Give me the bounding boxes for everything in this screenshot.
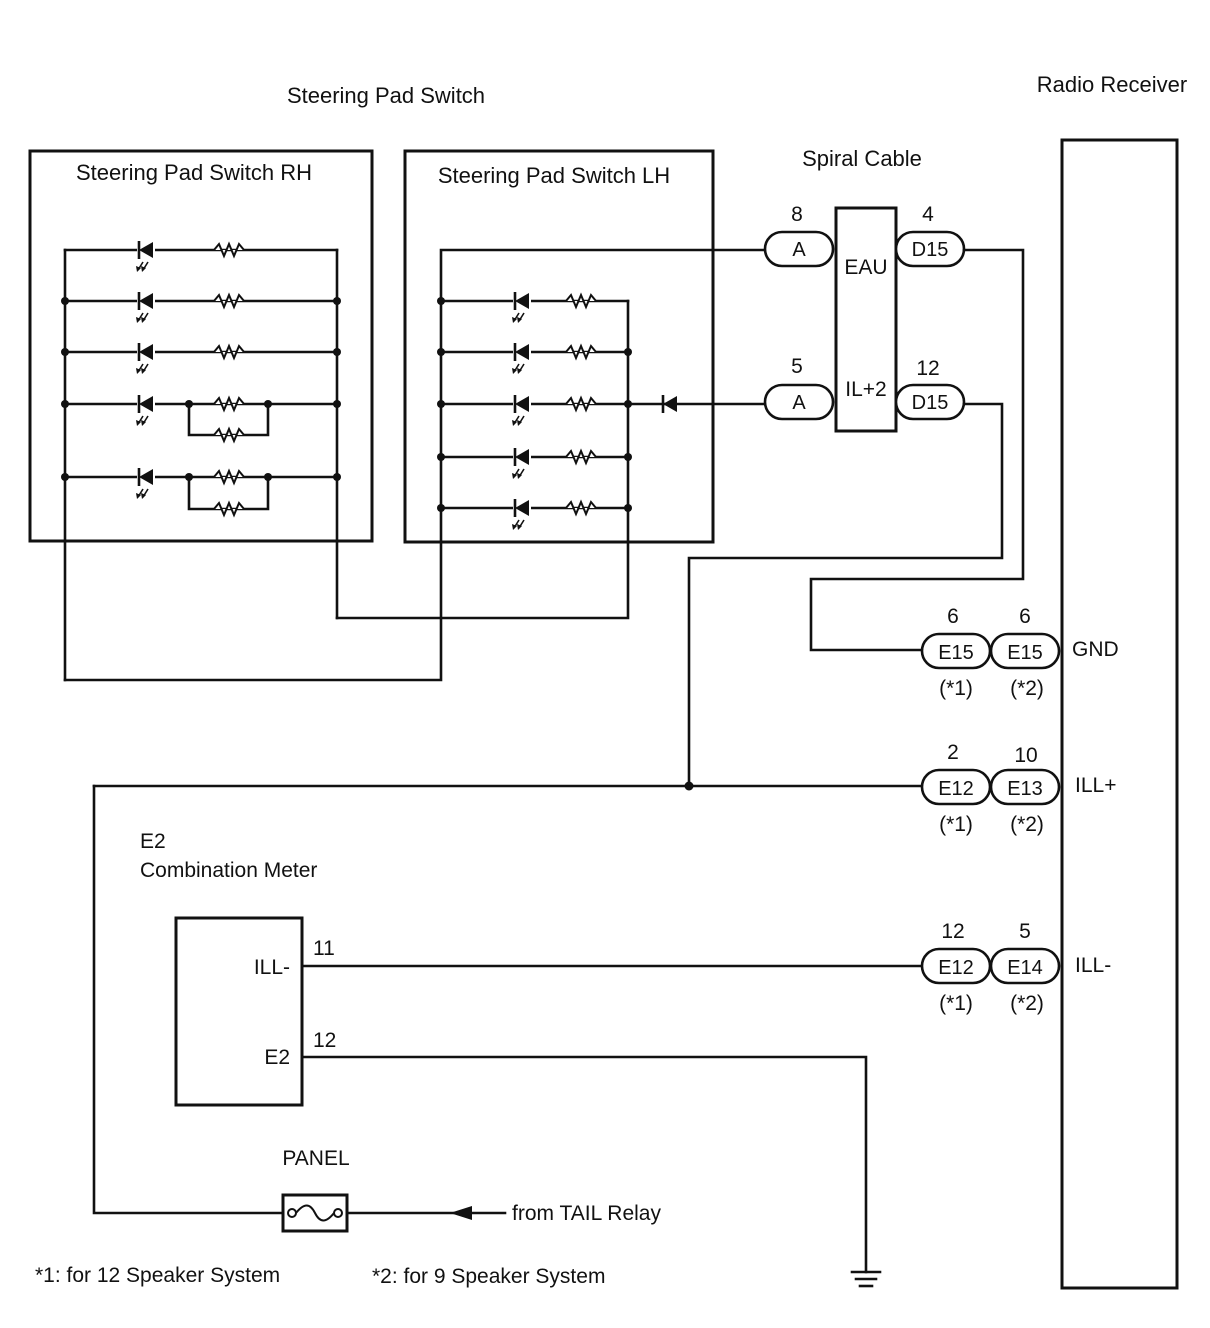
svg-text:E12: E12 <box>938 778 974 800</box>
led-icon <box>135 466 155 500</box>
receiver-connector-ill-plus: E12 E13 2 10 (*1) (*2) <box>920 741 1061 836</box>
svg-text:8: 8 <box>791 203 803 226</box>
svg-text:E13: E13 <box>1007 778 1043 800</box>
pin-gnd-label: GND <box>1072 638 1119 661</box>
led-icon <box>511 497 531 531</box>
meter-pin-e2-label: E2 <box>264 1046 290 1069</box>
receiver-connector-ill-minus: E12 E14 12 5 (*1) (*2) <box>920 920 1061 1015</box>
svg-text:D15: D15 <box>912 239 949 261</box>
svg-text:D15: D15 <box>912 392 949 414</box>
footnote-2: *2: for 9 Speaker System <box>372 1265 605 1288</box>
resistor-icon <box>209 426 249 444</box>
led-icon <box>135 341 155 375</box>
switch-lh-circuit <box>63 248 765 682</box>
meter-pin-11: 11 <box>313 937 335 960</box>
combination-meter-name: Combination Meter <box>140 859 317 882</box>
svg-text:A: A <box>792 239 806 261</box>
receiver-connector-gnd: E15 E15 6 6 (*1) (*2) <box>920 605 1061 700</box>
svg-text:(*2): (*2) <box>1010 677 1044 700</box>
spiral-connector-d15-4: D15 4 <box>894 203 966 268</box>
switch-lh-title: Steering Pad Switch LH <box>438 163 670 188</box>
fuse-label: PANEL <box>282 1147 349 1170</box>
svg-text:12: 12 <box>941 920 964 943</box>
resistor-icon <box>209 500 249 518</box>
resistor-icon <box>209 292 249 310</box>
resistor-icon <box>209 241 249 259</box>
spiral-label-il2: IL+2 <box>845 378 886 401</box>
svg-text:E14: E14 <box>1007 957 1043 979</box>
combination-meter-code: E2 <box>140 830 166 853</box>
receiver-wiring <box>92 248 1025 1288</box>
resistor-icon <box>561 292 601 310</box>
resistor-icon <box>209 468 249 486</box>
svg-text:5: 5 <box>791 355 803 378</box>
svg-text:12: 12 <box>916 357 939 380</box>
spiral-label-eau: EAU <box>844 256 887 279</box>
resistor-icon <box>561 343 601 361</box>
led-icon <box>511 446 531 480</box>
resistor-icon <box>209 343 249 361</box>
spiral-cable-box <box>834 206 898 433</box>
led-icon <box>511 393 531 427</box>
fuse-icon <box>281 1193 349 1233</box>
switch-rh-circuit <box>61 248 341 682</box>
radio-receiver-title: Radio Receiver <box>1037 72 1187 97</box>
fuse-source-label: from TAIL Relay <box>512 1202 661 1225</box>
svg-text:(*1): (*1) <box>939 992 973 1015</box>
svg-text:(*2): (*2) <box>1010 992 1044 1015</box>
resistor-icon <box>561 499 601 517</box>
svg-text:E15: E15 <box>938 642 974 664</box>
spiral-connector-d15-12: D15 12 <box>894 357 966 421</box>
spiral-connector-a-5: A 5 <box>763 355 835 421</box>
svg-text:E15: E15 <box>1007 642 1043 664</box>
svg-text:6: 6 <box>947 605 959 628</box>
svg-text:10: 10 <box>1014 744 1037 767</box>
led-icon <box>135 290 155 324</box>
switch-lh-box <box>403 149 715 544</box>
meter-pin-ill-minus-label: ILL- <box>254 956 290 979</box>
svg-text:2: 2 <box>947 741 959 764</box>
led-icon <box>511 290 531 324</box>
led-icon <box>135 393 155 427</box>
switch-rh-title: Steering Pad Switch RH <box>76 160 312 185</box>
switch-rh-components <box>135 239 249 518</box>
spiral-cable-title: Spiral Cable <box>802 146 922 171</box>
pin-ill-minus-label: ILL- <box>1075 954 1111 977</box>
steering-pad-switch-title: Steering Pad Switch <box>287 83 485 108</box>
switch-lh-components <box>511 290 601 531</box>
svg-text:5: 5 <box>1019 920 1031 943</box>
svg-text:4: 4 <box>922 203 934 226</box>
combination-meter-box <box>174 916 304 1107</box>
switch-rh-box <box>28 149 374 543</box>
meter-pin-12: 12 <box>313 1029 336 1052</box>
svg-text:E12: E12 <box>938 957 974 979</box>
svg-text:(*2): (*2) <box>1010 813 1044 836</box>
svg-text:A: A <box>792 392 806 414</box>
svg-text:(*1): (*1) <box>939 677 973 700</box>
footnote-1: *1: for 12 Speaker System <box>35 1264 280 1287</box>
resistor-icon <box>561 395 601 413</box>
pin-ill-plus-label: ILL+ <box>1075 774 1116 797</box>
resistor-icon <box>561 448 601 466</box>
led-icon <box>135 239 155 273</box>
svg-text:6: 6 <box>1019 605 1031 628</box>
resistor-icon <box>209 395 249 413</box>
svg-text:(*1): (*1) <box>939 813 973 836</box>
radio-receiver-box <box>1060 138 1179 1290</box>
led-icon <box>511 341 531 375</box>
spiral-connector-a-8: A 8 <box>763 203 835 268</box>
